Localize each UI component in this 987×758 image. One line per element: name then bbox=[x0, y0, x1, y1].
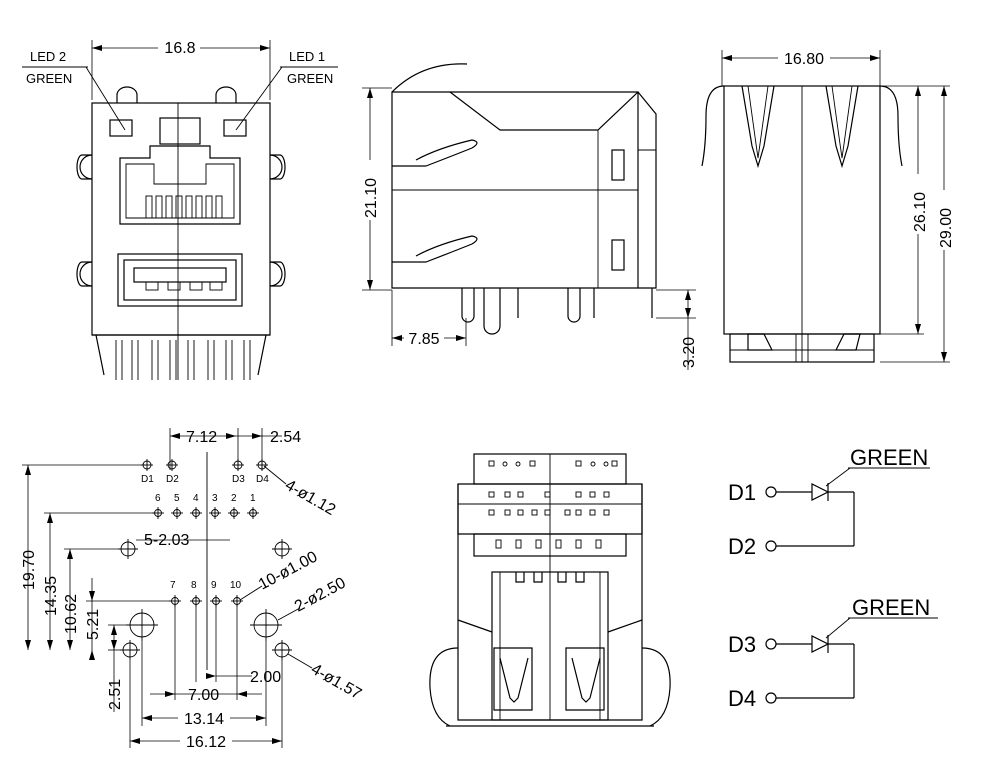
front-view: 16.8 LED 2 GREEN LED 1 GREEN bbox=[22, 38, 338, 380]
rj45-contacts bbox=[145, 195, 223, 219]
dim-16-12: 16.12 bbox=[186, 734, 226, 751]
dim-2-51: 2.51 bbox=[107, 679, 124, 710]
dim-7-12: 7.12 bbox=[186, 429, 217, 446]
sch-group1-label: GREEN bbox=[850, 445, 928, 470]
usb-port bbox=[117, 253, 243, 307]
side-height-dim: 21.10 bbox=[363, 178, 380, 218]
led1-window bbox=[223, 119, 247, 137]
pin-d2: D2 bbox=[166, 474, 179, 485]
sch-group2-label: GREEN bbox=[852, 595, 930, 620]
dim-5-203: 5-2.03 bbox=[144, 532, 189, 549]
rear-view: 16.80 26.10 29.00 bbox=[701, 50, 955, 363]
pin-9: 9 bbox=[211, 580, 217, 591]
pin-5: 5 bbox=[174, 493, 180, 504]
pin-d1: D1 bbox=[141, 474, 154, 485]
side-pin-dim: 3.20 bbox=[681, 337, 698, 368]
rear-height-dim-b: 29.00 bbox=[938, 208, 955, 248]
bottom-view bbox=[429, 453, 671, 727]
led-schematic: D1 D2 GREEN D3 D4 GREEN bbox=[728, 445, 938, 711]
pin-d4: D4 bbox=[256, 474, 269, 485]
hole-2-250: 2-ø2.50 bbox=[292, 575, 349, 616]
led2-label: LED 2 bbox=[30, 49, 66, 64]
dim-19-70: 19.70 bbox=[21, 550, 38, 590]
dim-10-62: 10.62 bbox=[63, 594, 80, 634]
row1-pin-holes bbox=[152, 507, 259, 519]
led1-diode-icon bbox=[811, 483, 830, 501]
sch-pin-d2: D2 bbox=[728, 534, 756, 559]
sch-pin-d4: D4 bbox=[728, 686, 756, 711]
dim-5-21: 5.21 bbox=[85, 609, 102, 640]
pin-d3: D3 bbox=[232, 474, 245, 485]
pin-3: 3 bbox=[212, 493, 218, 504]
rear-width-dim: 16.80 bbox=[784, 51, 824, 68]
pin-7: 7 bbox=[170, 580, 176, 591]
hole-4-112: 4-ø1.12 bbox=[282, 477, 338, 519]
led1-label: LED 1 bbox=[289, 49, 325, 64]
front-width-dim: 16.8 bbox=[164, 40, 195, 57]
pin-1: 1 bbox=[250, 493, 256, 504]
hole-10-100: 10-ø1.00 bbox=[256, 548, 321, 593]
pin-4: 4 bbox=[193, 493, 199, 504]
led2-diode-icon bbox=[811, 635, 830, 653]
row2-pin-holes bbox=[169, 595, 243, 607]
rear-height-dim-a: 26.10 bbox=[912, 192, 929, 232]
led1-color: GREEN bbox=[287, 71, 333, 86]
pin-8: 8 bbox=[191, 580, 197, 591]
pcb-layout: 7.12 2.54 D1 D2 D3 D4 4-ø1.12 6 5 4 3 bbox=[21, 428, 364, 751]
pin-6: 6 bbox=[155, 493, 161, 504]
dim-14-35: 14.35 bbox=[43, 576, 60, 616]
hole-4-157: 4-ø1.57 bbox=[308, 661, 364, 703]
side-offset-dim: 7.85 bbox=[408, 331, 439, 348]
pin-10: 10 bbox=[230, 580, 242, 591]
pin-2: 2 bbox=[231, 493, 237, 504]
side-view: 21.10 7.85 3.20 bbox=[360, 63, 698, 370]
dim-7-00: 7.00 bbox=[188, 687, 219, 704]
led2-window bbox=[109, 119, 133, 137]
led2-color: GREEN bbox=[26, 71, 72, 86]
sch-pin-d3: D3 bbox=[728, 632, 756, 657]
led-pin-holes bbox=[141, 459, 268, 471]
rj45-port bbox=[119, 145, 241, 225]
dim-13-14: 13.14 bbox=[184, 711, 224, 728]
sch-pin-d1: D1 bbox=[728, 480, 756, 505]
dim-2-54: 2.54 bbox=[270, 429, 301, 446]
